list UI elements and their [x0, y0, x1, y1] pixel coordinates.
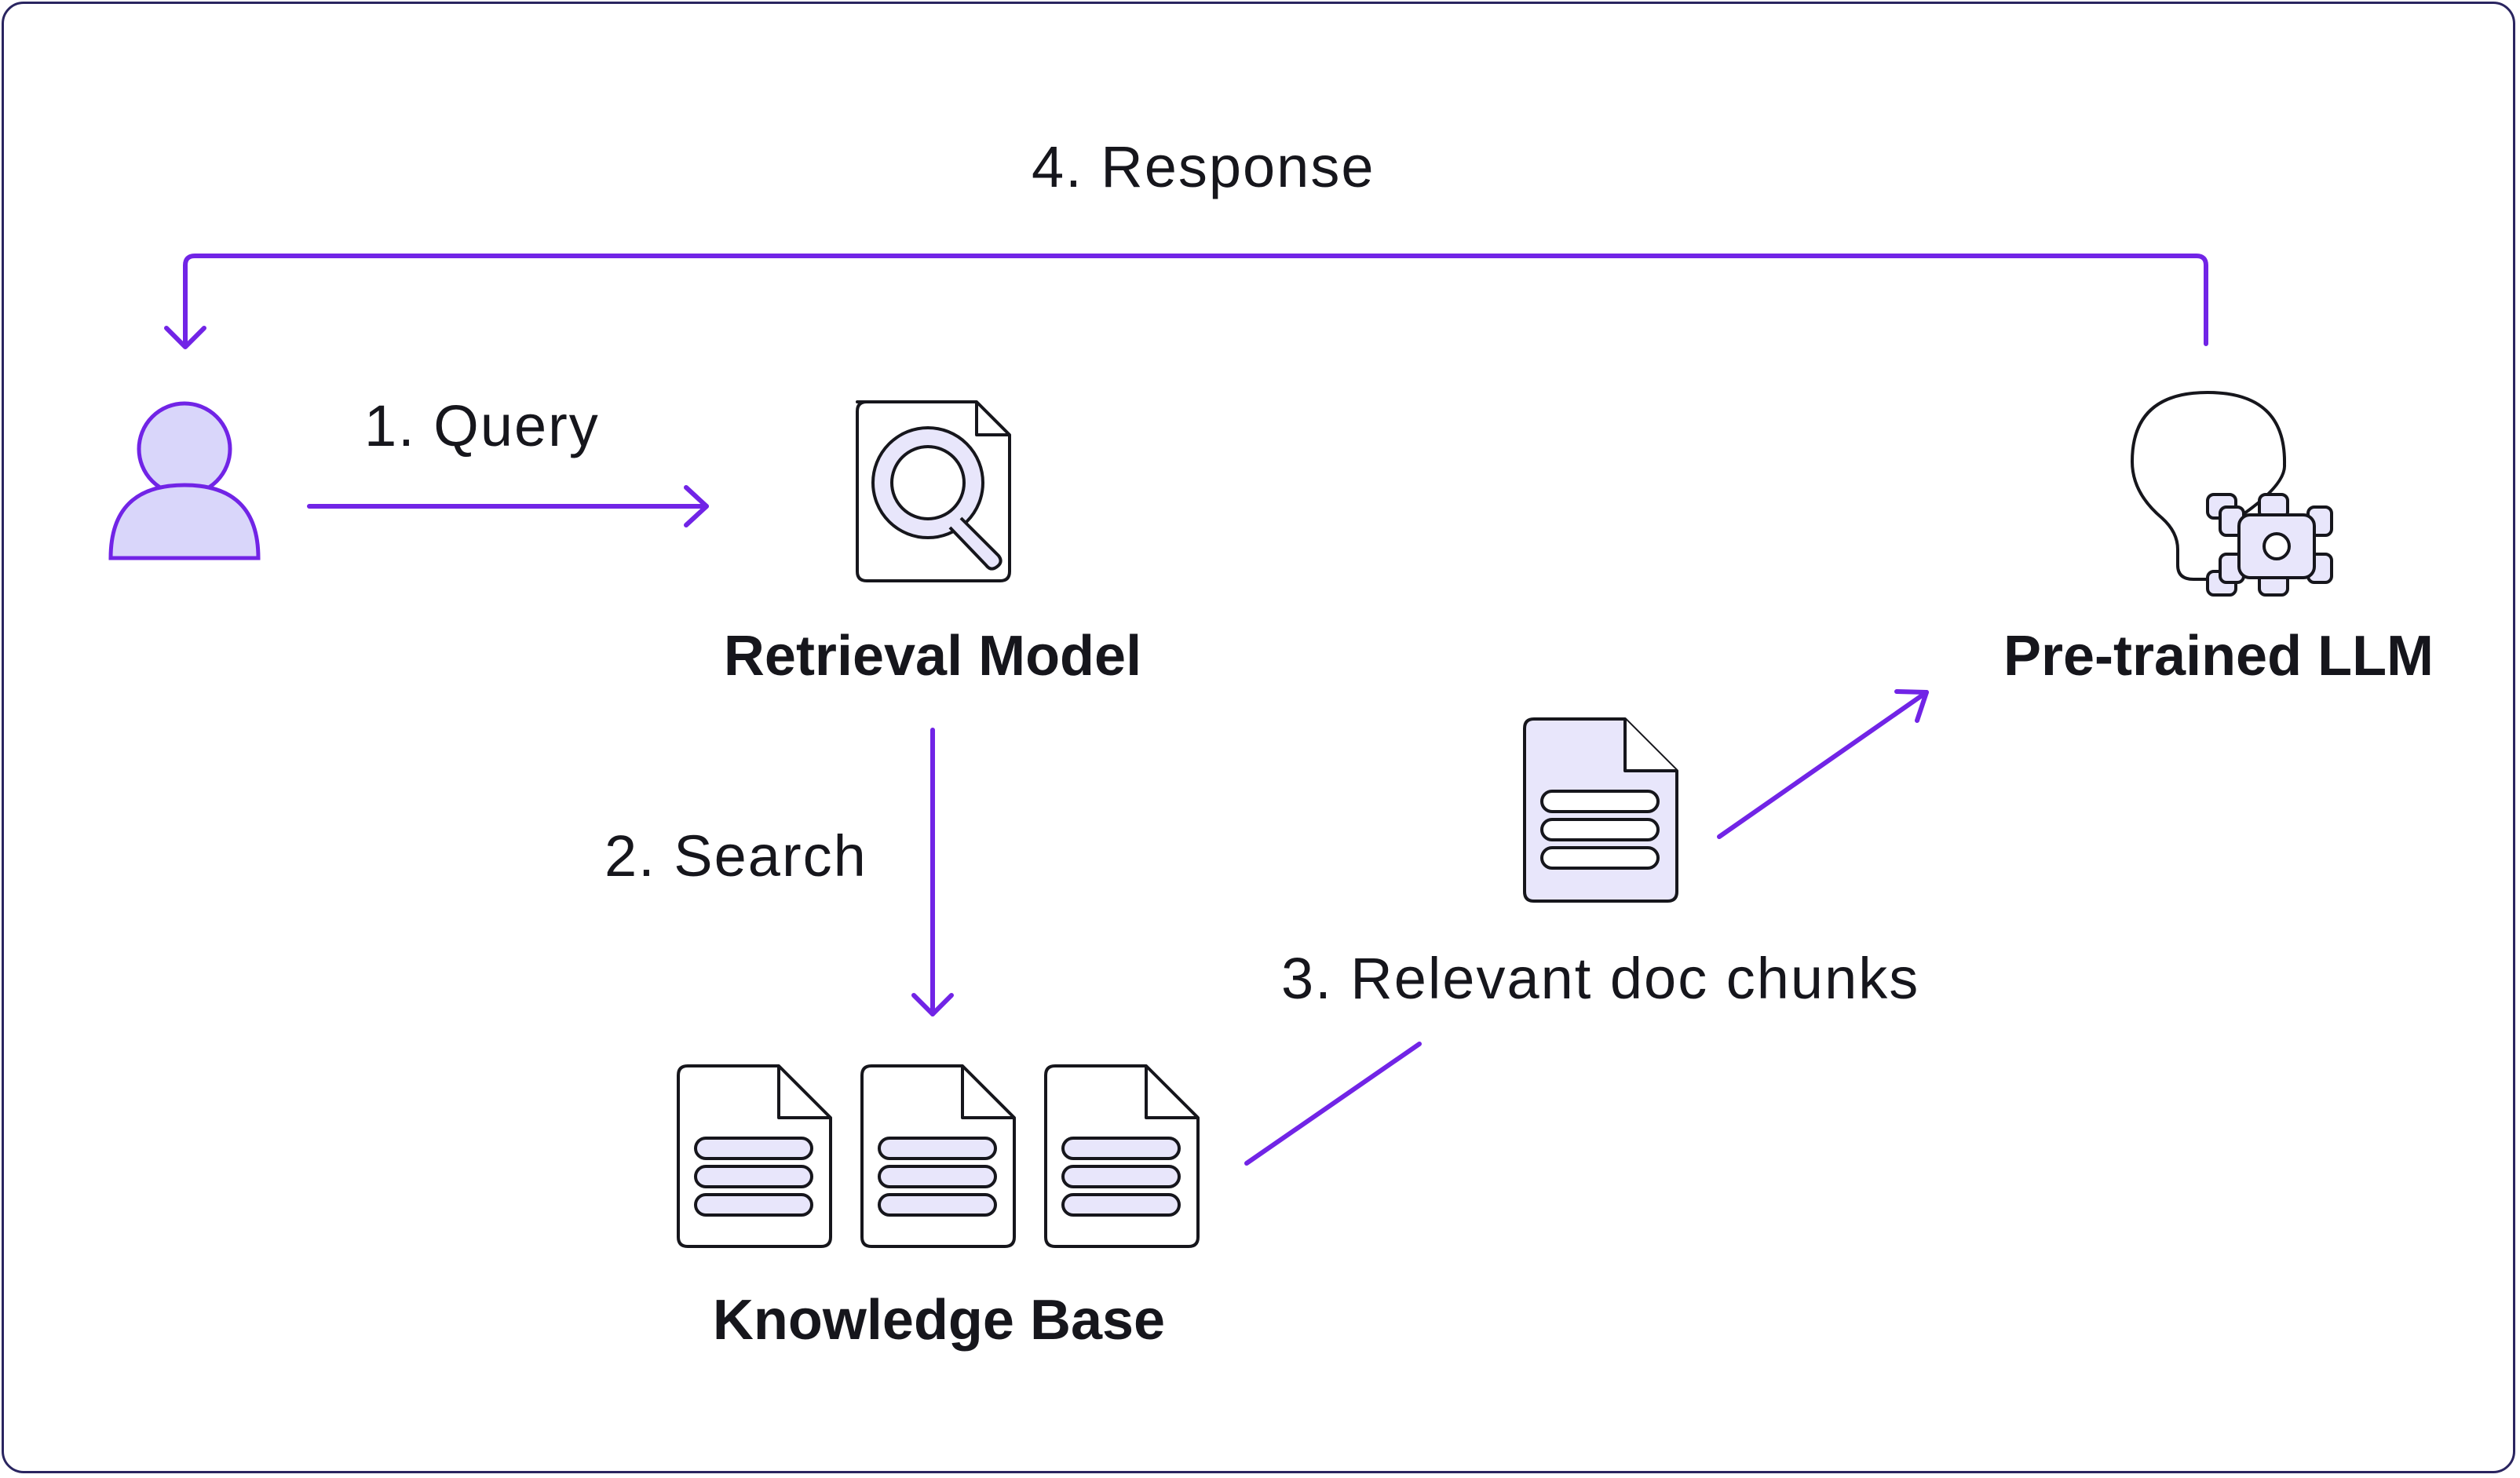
kb-document-icon-2	[860, 1064, 1016, 1248]
retrieval-model-title: Retrieval Model	[723, 625, 1142, 688]
response-step-label: 4. Response	[1032, 134, 1375, 199]
query-step-label: 1. Query	[364, 393, 600, 458]
query-arrow	[307, 485, 709, 527]
knowledge-base-title: Knowledge Base	[712, 1289, 1166, 1352]
chunks-step-label: 3. Relevant doc chunks	[1281, 946, 1920, 1011]
doc-chunk-icon	[1523, 717, 1678, 903]
search-step-label: 2. Search	[604, 823, 867, 889]
kb-document-icon-3	[1044, 1064, 1200, 1248]
llm-head-icon	[2131, 391, 2287, 581]
kb-document-icon-1	[677, 1064, 832, 1248]
response-arrow	[164, 254, 2208, 349]
pretrained-llm-title: Pre-trained LLM	[2003, 625, 2434, 688]
chunks-arrow	[1244, 689, 1929, 1166]
search-arrow	[911, 728, 954, 1016]
gear-icon	[2206, 493, 2333, 597]
user-icon	[108, 401, 261, 560]
search-document-icon	[856, 400, 1011, 582]
